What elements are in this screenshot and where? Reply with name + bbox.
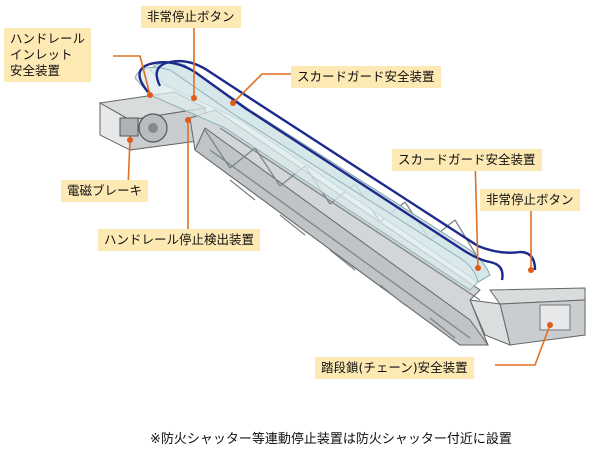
label-handrail-inlet-line2: インレット — [10, 47, 73, 62]
label-handrail-inlet-line1: ハンドレール — [10, 31, 86, 46]
markers — [127, 92, 553, 328]
label-skirt-guard-top: スカードガード安全装置 — [291, 66, 441, 88]
footnote: ※防火シャッター等連動停止装置は防火シャッター付近に設置 — [150, 432, 512, 447]
label-emergency-stop-bottom: 非常停止ボタン — [480, 189, 580, 211]
label-step-chain-safety: 踏段鎖(チェーン)安全装置 — [315, 357, 474, 379]
label-handrail-inlet: ハンドレール インレット 安全装置 — [4, 28, 92, 82]
label-skirt-guard-bottom: スカードガード安全装置 — [392, 149, 542, 171]
label-emergency-stop-top: 非常停止ボタン — [141, 6, 241, 28]
label-electromagnetic-brake: 電磁ブレーキ — [61, 180, 149, 202]
lower-landing — [469, 287, 586, 346]
label-handrail-stop-detector: ハンドレール停止検出装置 — [98, 229, 261, 251]
escalator-truss — [189, 109, 489, 346]
label-handrail-inlet-line3: 安全装置 — [10, 63, 61, 78]
